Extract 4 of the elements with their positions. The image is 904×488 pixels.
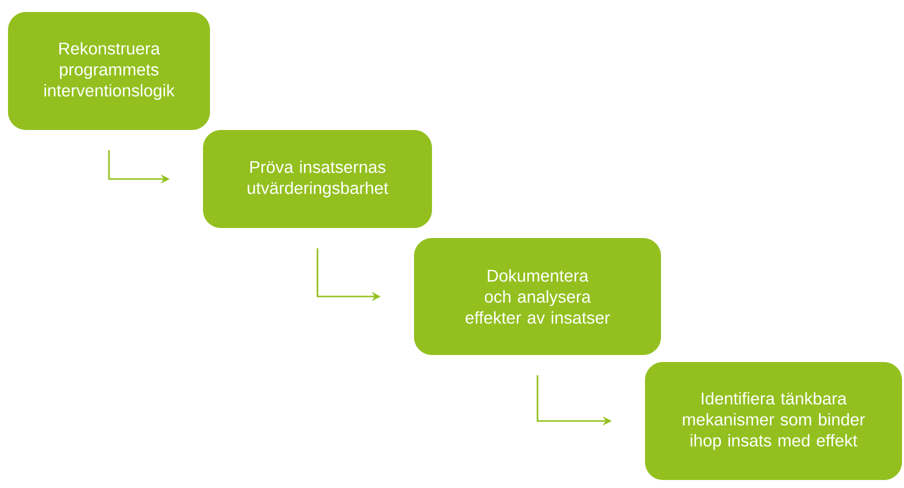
process-box: Pröva insatsernas utvärderingsbarhet — [203, 130, 432, 228]
process-box: Identifiera tänkbara mekanismer som binder ihop insats med effekt — [645, 362, 902, 480]
process-box: Rekonstruera programmets interventionslogik — [8, 12, 210, 130]
process-box: Dokumentera och analysera effekter av insatser — [414, 238, 661, 355]
